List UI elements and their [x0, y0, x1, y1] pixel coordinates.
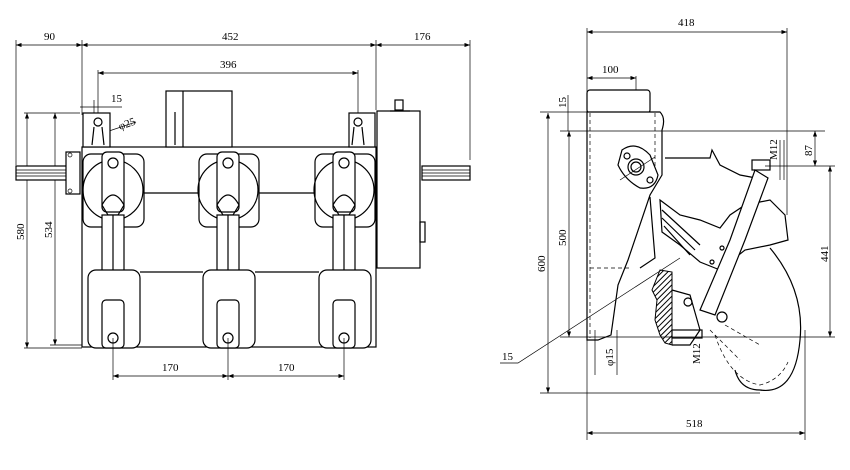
- shaft-flange: [617, 145, 659, 189]
- dim-534: 534: [43, 221, 55, 238]
- phase-3: [313, 151, 376, 349]
- dim-100: 100: [602, 64, 619, 76]
- front-view: 90 452 176 396 15 φ25 580 534: [15, 31, 471, 380]
- dim-170-right: 170: [278, 362, 295, 374]
- swing-arcs: [709, 247, 802, 391]
- dim-15-top: 15: [557, 97, 569, 109]
- left-shaft: [15, 151, 81, 195]
- dim-518: 518: [686, 418, 703, 430]
- mechanism-box: [376, 99, 426, 269]
- phase-1: [82, 151, 145, 349]
- dim-176: 176: [414, 31, 431, 43]
- dim-396: 396: [220, 59, 237, 71]
- dim-90: 90: [44, 31, 56, 43]
- right-shaft: [421, 165, 471, 181]
- side-view: 418 100 518: [500, 17, 835, 440]
- dim-15-bracket: 15: [111, 93, 123, 105]
- dim-phi25: φ25: [117, 115, 138, 132]
- frame: [81, 90, 377, 348]
- phase-2: [197, 151, 260, 349]
- leader-15: 15: [502, 351, 514, 363]
- insulator-arm: [659, 148, 789, 323]
- label-m12-bottom: M12: [691, 343, 703, 364]
- dim-600: 600: [536, 255, 548, 272]
- dim-phi15: φ15: [604, 348, 616, 366]
- dim-580: 580: [15, 223, 27, 240]
- dim-441: 441: [819, 246, 831, 263]
- dim-452: 452: [222, 31, 239, 43]
- dim-170-left: 170: [162, 362, 179, 374]
- label-m12-top: M12: [768, 139, 780, 160]
- dim-87: 87: [803, 145, 815, 157]
- dim-418: 418: [678, 17, 695, 29]
- hatched-base: [651, 269, 701, 346]
- dim-500: 500: [557, 229, 569, 246]
- side-body: [586, 89, 665, 341]
